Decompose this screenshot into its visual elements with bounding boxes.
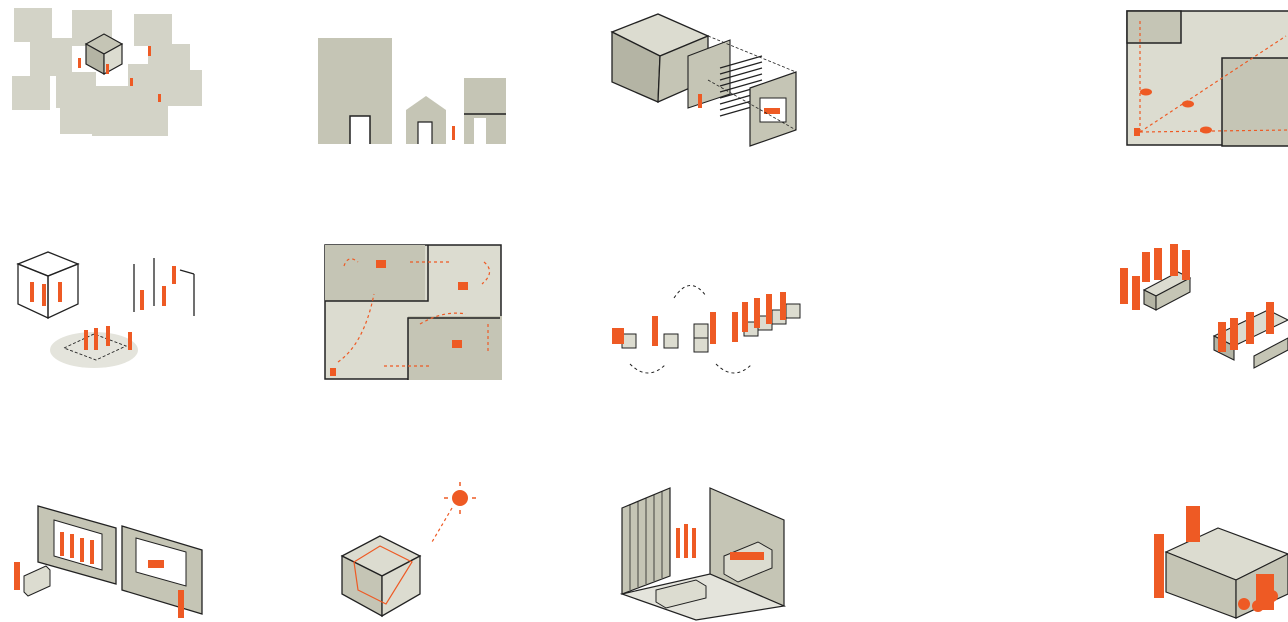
panel-building-heights <box>318 38 508 146</box>
panel-circulation-plan <box>324 244 504 382</box>
cubes-cluster-diagram <box>8 6 208 146</box>
panel-cubes-cluster <box>8 6 208 146</box>
panel-group-benches <box>1118 240 1288 380</box>
panel-plan-sightlines <box>1126 10 1288 146</box>
circulation-plan-diagram <box>324 244 504 382</box>
panel-room-interior <box>620 486 790 620</box>
wireframe-cube <box>342 536 420 616</box>
closed-pavilion <box>18 252 78 318</box>
person-figures <box>1120 244 1274 352</box>
panel-framed-windows <box>10 504 206 618</box>
panel-modular-seating <box>608 278 804 388</box>
person-figure <box>1134 128 1140 136</box>
kitchen-counter-diagram <box>1148 504 1288 620</box>
panel-enclosure-types <box>14 250 204 380</box>
person-figure <box>178 590 184 618</box>
panel-kitchen-counter <box>1148 504 1288 620</box>
person-figure <box>14 562 20 590</box>
panel-layered-screens <box>610 12 810 150</box>
person-figure <box>698 94 702 108</box>
enclosure-types-diagram <box>14 250 204 380</box>
room-interior-diagram <box>620 486 790 620</box>
group-benches-diagram <box>1118 240 1288 380</box>
person-figure <box>452 126 455 140</box>
plant-shapes <box>676 524 696 558</box>
sunlight-arrow <box>432 508 452 542</box>
layered-screens-diagram <box>610 12 810 150</box>
building-heights-diagram <box>318 38 508 146</box>
framed-windows-diagram <box>10 504 206 618</box>
sun-cube-diagram <box>340 482 480 618</box>
sun-icon <box>444 482 476 514</box>
plan-sightlines-diagram <box>1126 10 1288 146</box>
planter-box <box>24 566 50 596</box>
modular-seating-diagram <box>608 278 804 388</box>
panel-sun-cube <box>340 482 480 618</box>
